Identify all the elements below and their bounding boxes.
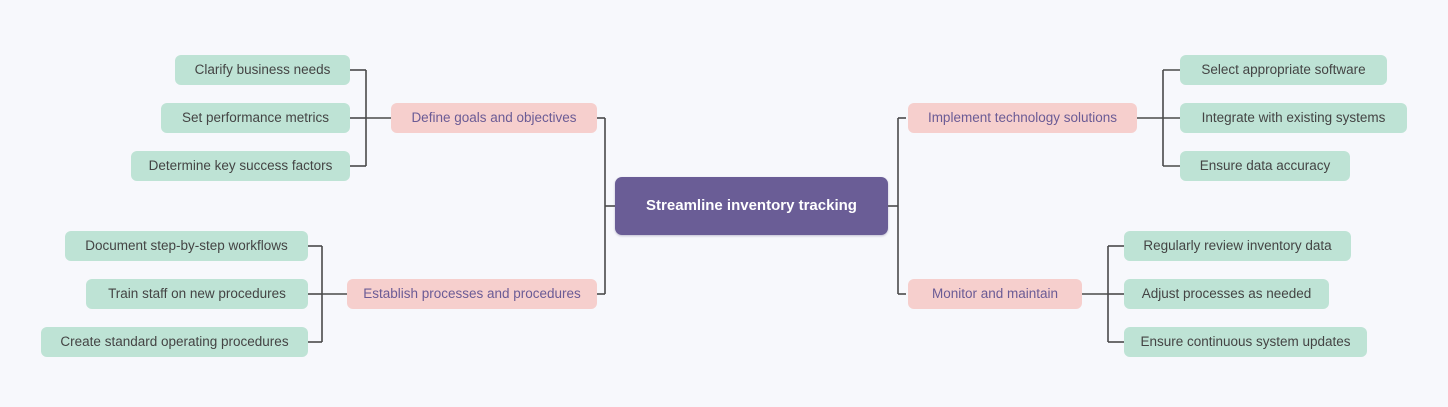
branch-node-establish-processes-and-procedures[interactable]: Establish processes and procedures bbox=[347, 279, 597, 309]
root-node[interactable]: Streamline inventory tracking bbox=[615, 177, 888, 235]
branch-node-implement-technology-solutions[interactable]: Implement technology solutions bbox=[908, 103, 1137, 133]
leaf-node-adjust-processes-as-needed[interactable]: Adjust processes as needed bbox=[1124, 279, 1329, 309]
leaf-node-ensure-data-accuracy[interactable]: Ensure data accuracy bbox=[1180, 151, 1350, 181]
branch-node-monitor-and-maintain[interactable]: Monitor and maintain bbox=[908, 279, 1082, 309]
leaf-node-integrate-with-existing-systems[interactable]: Integrate with existing systems bbox=[1180, 103, 1407, 133]
leaf-node-regularly-review-inventory-data[interactable]: Regularly review inventory data bbox=[1124, 231, 1351, 261]
leaf-node-create-standard-operating-procedures[interactable]: Create standard operating procedures bbox=[41, 327, 308, 357]
leaf-node-train-staff-on-new-procedures[interactable]: Train staff on new procedures bbox=[86, 279, 308, 309]
leaf-node-clarify-business-needs[interactable]: Clarify business needs bbox=[175, 55, 350, 85]
leaf-node-determine-key-success-factors[interactable]: Determine key success factors bbox=[131, 151, 350, 181]
leaf-node-set-performance-metrics[interactable]: Set performance metrics bbox=[161, 103, 350, 133]
leaf-node-select-appropriate-software[interactable]: Select appropriate software bbox=[1180, 55, 1387, 85]
branch-node-define-goals-and-objectives[interactable]: Define goals and objectives bbox=[391, 103, 597, 133]
leaf-node-document-step-by-step-workflows[interactable]: Document step-by-step workflows bbox=[65, 231, 308, 261]
leaf-node-ensure-continuous-system-updates[interactable]: Ensure continuous system updates bbox=[1124, 327, 1367, 357]
